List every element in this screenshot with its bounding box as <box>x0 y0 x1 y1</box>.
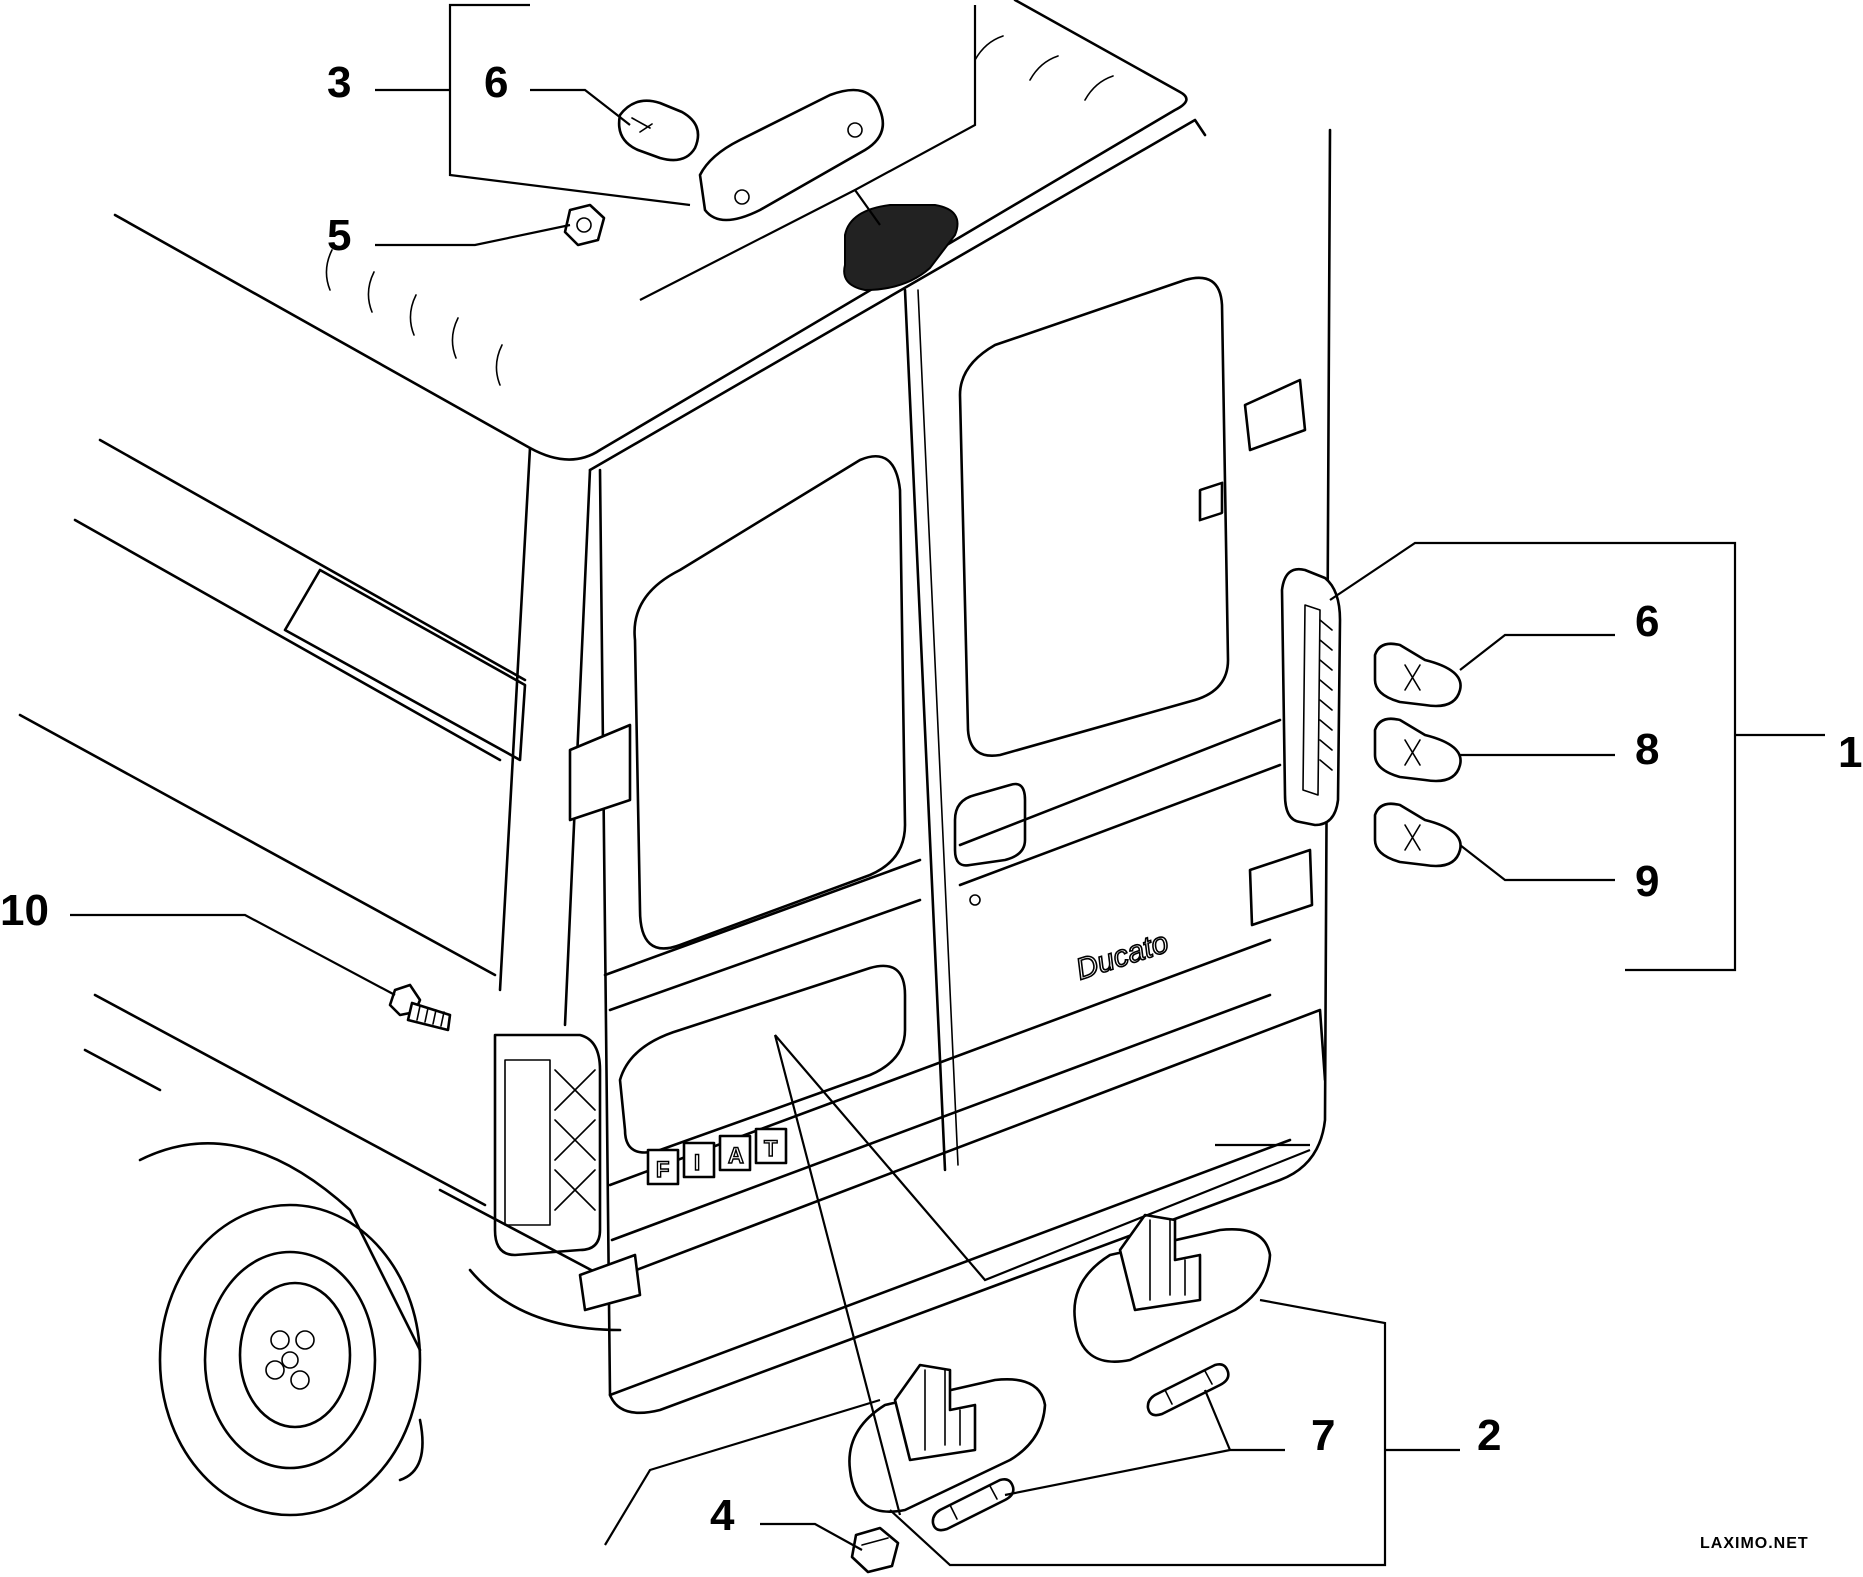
callout-7: 7 <box>1311 1411 1335 1460</box>
callout-6-right: 6 <box>1635 597 1659 646</box>
leader-lines <box>70 3 1825 1567</box>
rear-lamp-assembly <box>1280 567 1342 827</box>
bulb-right-9-icon <box>1373 802 1462 868</box>
callout-8: 8 <box>1635 725 1659 774</box>
van-body: F I A T Ducato <box>18 0 1332 1517</box>
callout-10: 10 <box>0 886 49 935</box>
callout-1: 1 <box>1838 728 1862 777</box>
callout-9: 9 <box>1635 857 1659 906</box>
model-badge: Ducato <box>1072 926 1173 987</box>
badge-bar <box>1198 481 1224 522</box>
high-mount-stop-lamp <box>698 88 959 292</box>
nut-4-icon <box>850 1526 900 1574</box>
festoon-bulb-lower-icon <box>931 1478 1015 1532</box>
bulb-top-icon <box>617 99 700 162</box>
bulb-right-8-icon <box>1373 717 1462 783</box>
festoon-bulb-upper-icon <box>1146 1363 1230 1417</box>
callout-5: 5 <box>327 211 351 260</box>
watermark: LAXIMO.NET <box>1700 1535 1809 1552</box>
brand-letter: I <box>694 1150 700 1175</box>
bolt-10-icon <box>388 983 452 1032</box>
brand-letter: A <box>728 1143 744 1168</box>
license-lamp-upper <box>1073 1213 1272 1363</box>
callout-4: 4 <box>710 1491 735 1540</box>
brand-letter: F <box>656 1157 669 1182</box>
license-lamp-lower <box>848 1363 1047 1513</box>
brand-letters: F I A T <box>646 1127 788 1186</box>
callout-6-top: 6 <box>484 58 508 107</box>
nut-5-icon <box>563 203 606 247</box>
callout-labels: 3 6 5 1 6 8 9 10 2 7 4 <box>0 58 1862 1540</box>
callout-3: 3 <box>327 58 351 107</box>
callout-2: 2 <box>1477 1411 1501 1460</box>
brand-letter: T <box>764 1136 778 1161</box>
bulb-right-6-icon <box>1373 642 1462 708</box>
